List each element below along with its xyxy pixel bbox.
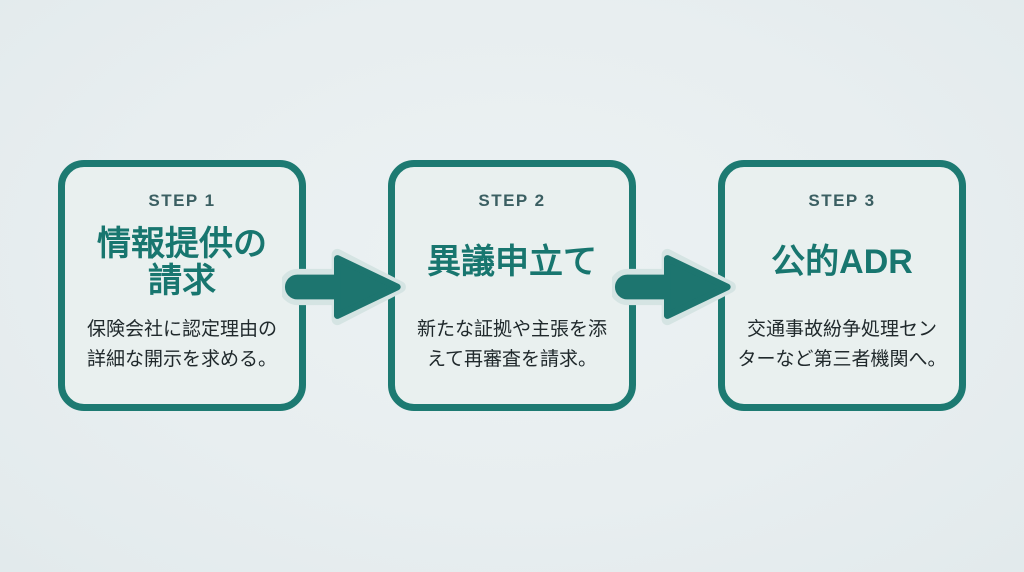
step-1-description: 保険会社に認定理由の 詳細な開示を求める。 (86, 319, 277, 370)
arrow-right-icon (282, 248, 406, 326)
step-1-label: STEP 1 (148, 191, 216, 210)
step-1-title: 情報提供の 請求 (97, 224, 267, 301)
step-2-label: STEP 2 (478, 191, 546, 210)
step-2-description: 新たな証拠や主張を添 えて再審査を請求。 (416, 319, 607, 370)
step-2-title: 異議申立て (427, 243, 597, 282)
step-3-label: STEP 3 (808, 191, 876, 210)
step-3-description: 交通事故紛争処理セン ターなど第三者機関へ。 (737, 319, 947, 370)
step-card-1: STEP 1 情報提供の 請求 保険会社に認定理由の 詳細な開示を求める。 (58, 160, 306, 411)
step-card-2: STEP 2 異議申立て 新たな証拠や主張を添 えて再審査を請求。 (388, 160, 636, 411)
arrow-right-icon (612, 248, 736, 326)
step-3-title: 公的ADR (771, 243, 913, 282)
step-card-3: STEP 3 公的ADR 交通事故紛争処理セン ターなど第三者機関へ。 (718, 160, 966, 411)
